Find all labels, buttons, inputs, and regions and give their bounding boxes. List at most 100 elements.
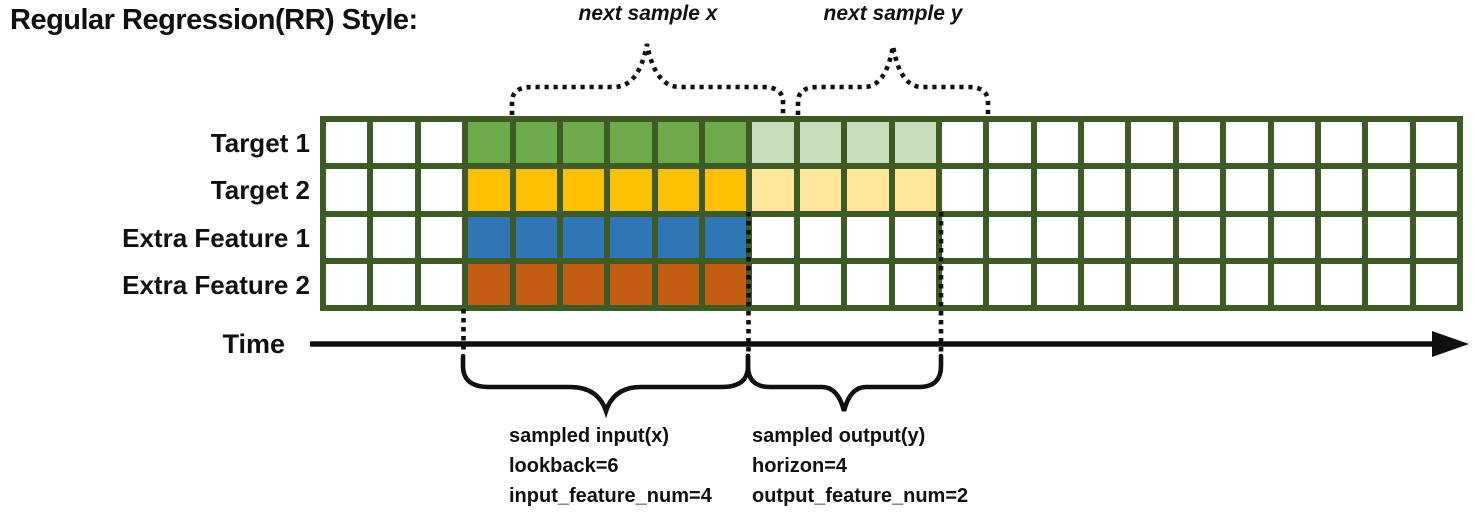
grid-cell [1131, 263, 1173, 305]
grid-cell [941, 169, 984, 211]
grid-cell [1368, 263, 1410, 305]
lookback-value: lookback=6 [509, 455, 619, 477]
next-sample-x-brace [509, 43, 786, 115]
grid-cell [705, 169, 747, 211]
grid-cell [989, 169, 1031, 211]
diagram-title: Regular Regression(RR) Style: [10, 4, 418, 36]
grid-cell [894, 263, 936, 305]
grid-cell [1226, 263, 1268, 305]
grid-cell [1415, 216, 1457, 258]
grid-cell [847, 263, 889, 305]
grid-cell [1036, 122, 1078, 164]
row-label-extra-feature-1: Extra Feature 1 [122, 223, 310, 253]
sampled-input-note: sampled input(x) lookback=6 input_featur… [509, 421, 712, 511]
grid-cell [1084, 216, 1126, 258]
grid-cell [752, 263, 794, 305]
grid-cell [941, 122, 984, 164]
input-feature-num-value: input_feature_num=4 [509, 485, 712, 507]
grid-cell [468, 263, 510, 305]
grid-cell [657, 263, 699, 305]
grid-cell [657, 169, 699, 211]
sampled-output-label: sampled output(y) [752, 425, 926, 447]
grid-cell [1273, 169, 1315, 211]
grid-cell [894, 216, 936, 258]
grid-cell [989, 216, 1031, 258]
grid-cell [562, 263, 605, 305]
grid-cell [373, 216, 415, 258]
grid-cell [1368, 169, 1410, 211]
grid-cell [1036, 169, 1078, 211]
grid-cell [1131, 169, 1173, 211]
grid-cell [515, 169, 557, 211]
grid-cell [420, 122, 463, 164]
grid-cell [1178, 216, 1221, 258]
grid-cell [468, 122, 510, 164]
time-axis-arrowhead-icon [1432, 331, 1469, 357]
grid-cell [326, 263, 368, 305]
grid-cell [562, 169, 605, 211]
grid-cell [1320, 122, 1363, 164]
grid-cell [1178, 169, 1221, 211]
grid-cell [562, 122, 605, 164]
grid-cell [1084, 263, 1126, 305]
grid-cell [1273, 216, 1315, 258]
grid-cell [326, 216, 368, 258]
grid-cell [1320, 216, 1363, 258]
grid-cell [1415, 122, 1457, 164]
grid-cell [515, 216, 557, 258]
grid-cell [610, 169, 652, 211]
sampled-input-brace [460, 353, 751, 419]
grid-cell [1273, 263, 1315, 305]
time-axis-label: Time [222, 329, 285, 359]
grid-cell [373, 263, 415, 305]
sampled-input-label: sampled input(x) [509, 425, 670, 447]
grid-cell [562, 216, 605, 258]
grid-cell [657, 122, 699, 164]
grid-cell [1036, 263, 1078, 305]
grid-cell [799, 263, 842, 305]
grid-cell [1320, 169, 1363, 211]
time-series-grid [320, 116, 1463, 311]
grid-cell [373, 122, 415, 164]
grid-cell [752, 169, 794, 211]
grid-cell [989, 122, 1031, 164]
next-sample-y-brace [795, 45, 991, 115]
grid-cell [610, 122, 652, 164]
grid-cell [1084, 169, 1126, 211]
grid-cell [1131, 122, 1173, 164]
grid-cell [705, 216, 747, 258]
grid-cell [1131, 216, 1173, 258]
output-feature-num-value: output_feature_num=2 [752, 485, 969, 507]
grid-cell [1226, 122, 1268, 164]
grid-cell [847, 169, 889, 211]
grid-cell [752, 216, 794, 258]
grid-cell [1178, 263, 1221, 305]
grid-cell [420, 169, 463, 211]
grid-cell [610, 263, 652, 305]
grid-cell [657, 216, 699, 258]
grid-cell [420, 263, 463, 305]
grid-cell [515, 122, 557, 164]
grid-cell [1320, 263, 1363, 305]
grid-cell [894, 122, 936, 164]
grid-cell [941, 216, 984, 258]
grid-cell [326, 122, 368, 164]
grid-cell [1226, 216, 1268, 258]
grid-cell [1178, 122, 1221, 164]
grid-cell [610, 216, 652, 258]
grid-cell [752, 122, 794, 164]
grid-cell [1415, 169, 1457, 211]
grid-cell [941, 263, 984, 305]
grid-cell [373, 169, 415, 211]
sampled-output-note: sampled output(y) horizon=4 output_featu… [752, 421, 968, 511]
grid-cell [989, 263, 1031, 305]
grid-cell [847, 216, 889, 258]
grid-cell [1226, 169, 1268, 211]
row-label-target-2: Target 2 [210, 175, 310, 205]
grid-cell [1084, 122, 1126, 164]
sampled-output-brace [745, 353, 944, 412]
next-sample-x-label: next sample x [578, 2, 718, 25]
grid-cell [799, 169, 842, 211]
grid-cell [420, 216, 463, 258]
